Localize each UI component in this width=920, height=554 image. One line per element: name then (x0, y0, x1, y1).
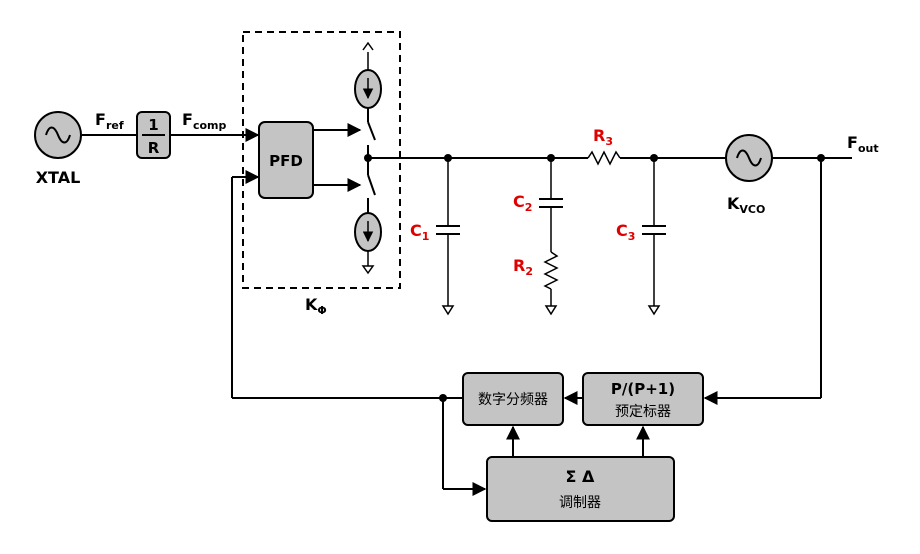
prescaler-subtitle: 预定标器 (615, 404, 671, 420)
down-switch (367, 174, 376, 196)
xtal-label: XTAL (36, 168, 81, 187)
sine-wave-icon (736, 149, 762, 167)
k-vco-label: KVCO (727, 194, 765, 216)
prescaler-title: P/(P+1) (611, 380, 675, 398)
c3-branch (642, 154, 666, 316)
c1-branch (436, 154, 460, 316)
down-current-source (354, 158, 382, 275)
ground-icon (441, 305, 455, 316)
sine-wave-icon (45, 126, 71, 144)
up-current-source (354, 41, 382, 158)
up-switch (367, 121, 376, 141)
divider-numerator: 1 (148, 116, 158, 134)
sigma-delta-title: Σ Δ (566, 467, 596, 486)
r3-label: R3 (593, 126, 613, 148)
r2-resistor (543, 251, 559, 290)
ground-icon (544, 305, 558, 316)
r3-resistor (587, 150, 621, 166)
divider-denominator: R (148, 139, 160, 157)
f-out-label: Fout (847, 133, 879, 155)
ground-icon (647, 305, 661, 316)
k-phi-label: KΦ (305, 295, 327, 317)
sigma-delta-block: Σ Δ 调制器 (486, 456, 675, 522)
vco (725, 134, 773, 182)
xtal-oscillator (34, 111, 82, 159)
c2-label: C2 (513, 192, 532, 214)
c1-label: C1 (410, 221, 429, 243)
f-comp-label: Fcomp (182, 110, 226, 132)
f-ref-label: Fref (95, 110, 124, 132)
r2-label: R2 (513, 256, 533, 278)
digital-divider-block: 数字分频器 (462, 372, 564, 426)
k-phi-dashed-boundary (242, 31, 401, 289)
sigma-delta-subtitle: 调制器 (559, 495, 601, 511)
prescaler-block: P/(P+1) 预定标器 (582, 372, 704, 426)
digital-divider-label: 数字分频器 (478, 392, 548, 408)
pfd-label: PFD (269, 152, 303, 170)
c2-r2-branch (539, 154, 563, 316)
c3-label: C3 (616, 221, 635, 243)
reference-divider-block: 1 R (136, 111, 171, 159)
pfd-block: PFD (258, 121, 314, 199)
